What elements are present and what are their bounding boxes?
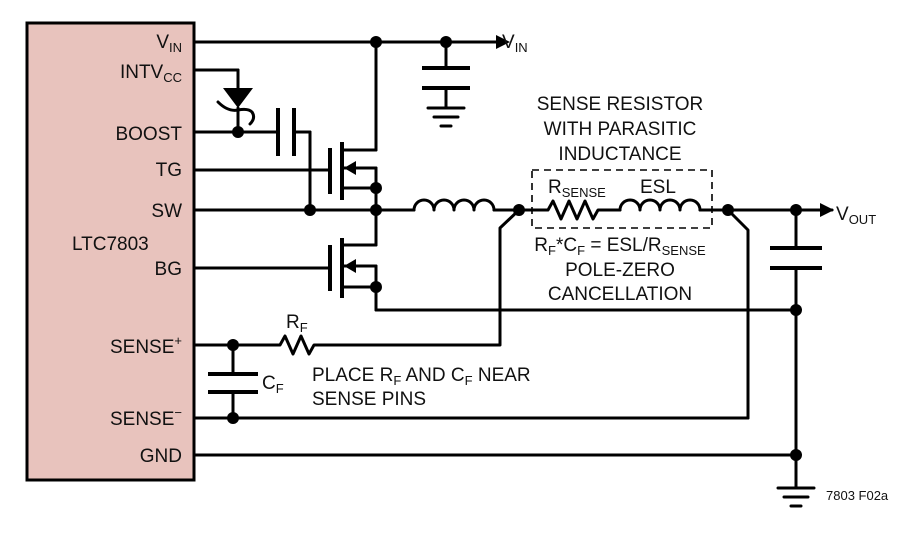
pin-label-sense-minus: SENSE− bbox=[110, 405, 182, 430]
vout-label: VOUT bbox=[836, 204, 876, 227]
pin-label-tg: TG bbox=[156, 160, 182, 181]
pin-label-sw: SW bbox=[151, 201, 182, 222]
pin-label-boost: BOOST bbox=[115, 124, 182, 145]
sense-minus-trace bbox=[192, 208, 750, 424]
ltc7803-chip-body bbox=[25, 21, 196, 482]
vout-arrow bbox=[820, 203, 834, 217]
placement-note-line2: SENSE PINS bbox=[312, 389, 426, 410]
pin-label-intvcc: INTVCC bbox=[120, 62, 182, 85]
placement-note-line1: PLACE RF AND CF NEAR bbox=[312, 365, 531, 388]
pole-zero-line2: CANCELLATION bbox=[548, 284, 692, 305]
pole-zero-line1: POLE-ZERO bbox=[565, 260, 675, 281]
esl-inductor bbox=[618, 198, 834, 216]
rsense-label: RSENSE bbox=[548, 177, 606, 200]
top-mosfet bbox=[192, 142, 382, 212]
pin-label-sense-plus: SENSE+ bbox=[110, 333, 182, 358]
pole-zero-equation: RF*CF = ESL/RSENSE bbox=[534, 235, 706, 258]
bottom-mosfet bbox=[192, 238, 798, 312]
sense-block-title-line3: INDUCTANCE bbox=[558, 144, 681, 165]
chip-name: LTC7803 bbox=[72, 234, 149, 255]
sense-block-title-line1: SENSE RESISTOR bbox=[537, 94, 703, 115]
pin-label-bg: BG bbox=[155, 259, 182, 280]
rsense-resistor bbox=[538, 199, 622, 221]
vin-output-label: VIN bbox=[502, 32, 528, 55]
sense-block-title-line2: WITH PARASITIC bbox=[544, 119, 697, 140]
cf-label: CF bbox=[262, 373, 284, 396]
boost-diode bbox=[192, 68, 256, 134]
vin-bypass-capacitor bbox=[422, 40, 470, 128]
cf-capacitor bbox=[208, 343, 258, 420]
pin-label-vin: VIN bbox=[156, 32, 182, 55]
figure-code: 7803 F02a bbox=[826, 488, 889, 503]
sense-resistor-box bbox=[531, 169, 713, 229]
sw-node bbox=[192, 204, 416, 247]
rf-label: RF bbox=[286, 312, 308, 335]
main-inductor bbox=[412, 198, 542, 216]
pin-label-gnd: GND bbox=[140, 446, 182, 467]
sense-plus-trace bbox=[192, 208, 521, 356]
ground-icon bbox=[776, 486, 816, 508]
output-capacitor bbox=[770, 208, 822, 490]
esl-label: ESL bbox=[640, 177, 676, 198]
